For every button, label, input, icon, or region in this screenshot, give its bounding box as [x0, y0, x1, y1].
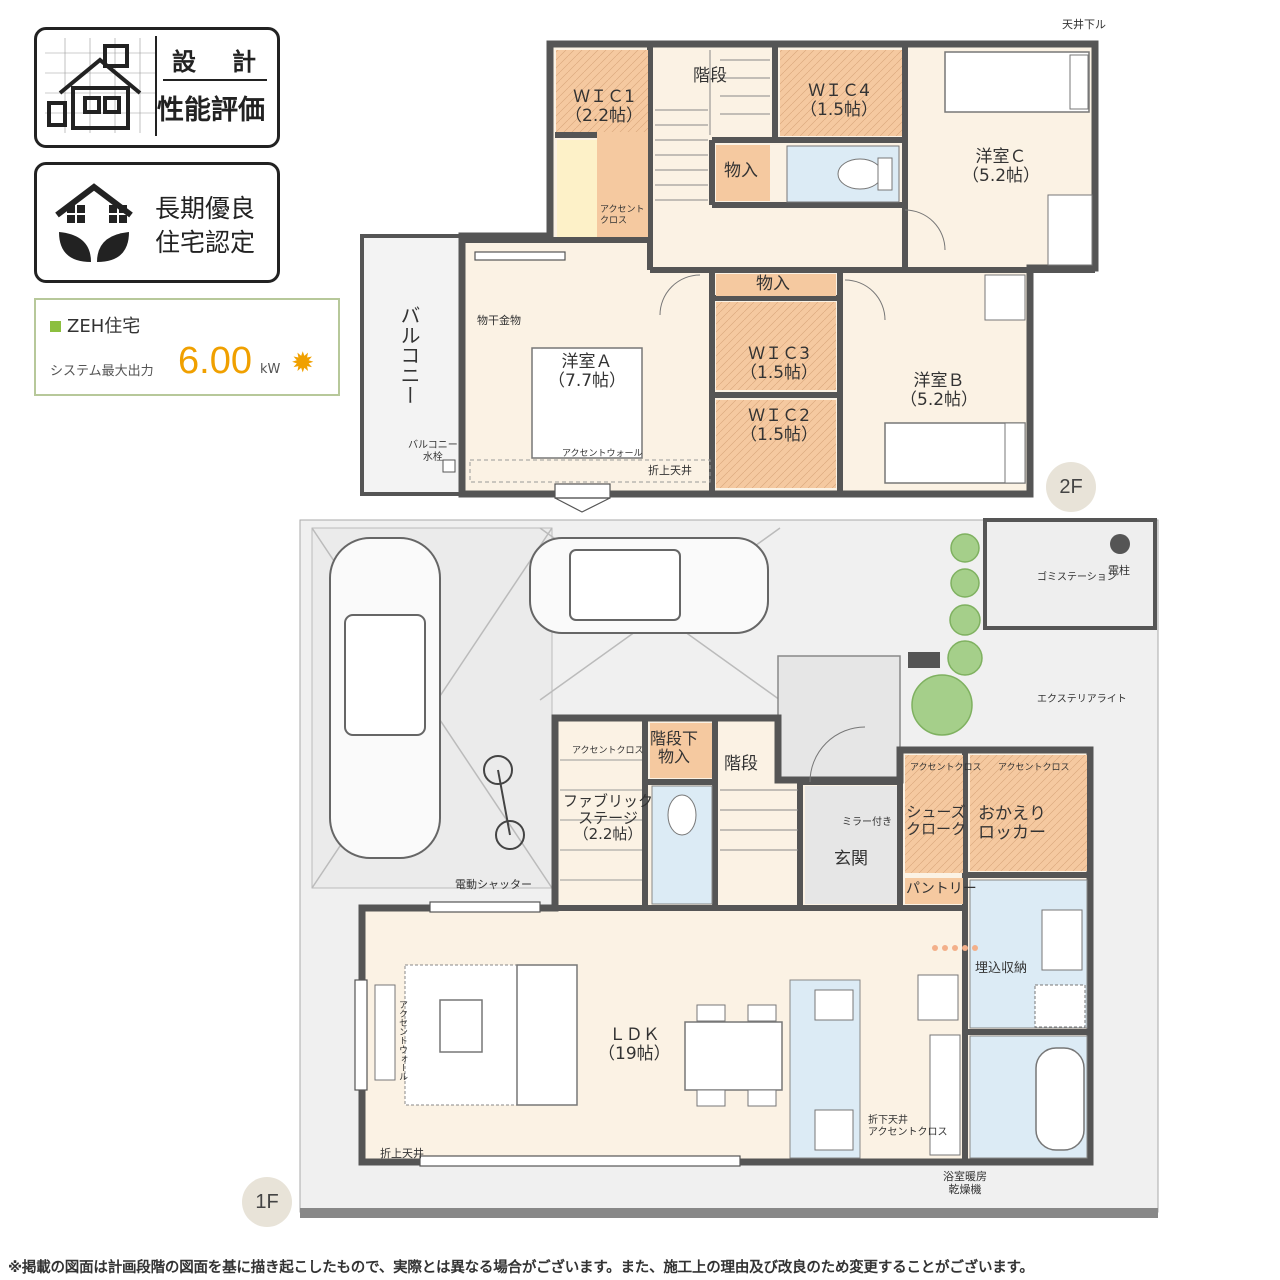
wic2-area — [716, 400, 836, 488]
accent-cloth-note-a: アクセントクロス — [572, 746, 644, 756]
car-drawings — [329, 537, 769, 859]
storage1-label: 物入 — [724, 161, 758, 181]
accent-cloth-note-b: アクセントクロス — [910, 763, 982, 773]
garbage-station-note: ゴミステーション — [1037, 572, 1117, 583]
storage1-area — [716, 145, 770, 201]
stairs-1f-drawing — [720, 789, 798, 851]
accent-wall-note-2f: アクセントウォール — [562, 449, 643, 459]
coffee-table — [439, 999, 483, 1053]
exterior-light-note: エクステリアライト — [1037, 694, 1127, 705]
ldk-label: ＬＤＫ （19帖） — [598, 1025, 671, 1064]
wic3-area — [716, 302, 836, 390]
desk-room-c — [1047, 194, 1093, 266]
okaeri-locker-label: おかえり ロッカー — [978, 804, 1046, 843]
tv-board — [374, 984, 396, 1081]
ceiling-down-note: 天井下ル — [1062, 18, 1106, 31]
wic4-label: ＷＩＣ4 （1.5帖） — [800, 81, 879, 120]
pantry-area — [905, 878, 963, 904]
room-b-label: 洋室Ｂ （5.2帖） — [900, 371, 979, 410]
floor2-plan — [360, 40, 1099, 513]
wic3-label: ＷＩＣ3 （1.5帖） — [740, 344, 819, 383]
accent-cloth-note-2f: アクセント クロス — [600, 205, 645, 226]
fabric-stage-steps — [560, 759, 642, 881]
fabric-stage-label: ファブリック ステージ （2.2帖） — [563, 792, 654, 843]
disclaimer-footnote: ※掲載の図面は計画段階の図面を基に描き起こしたもので、実際とは異なる場合がござい… — [8, 1260, 1034, 1276]
bed-room-b — [884, 422, 1026, 484]
zeh-output-value: 6.00 — [178, 340, 252, 382]
mirror-note: ミラー付き — [842, 817, 892, 828]
utility-pole-note: 電柱 — [1108, 564, 1130, 577]
folded-ceiling-note-2f: 折上天井 — [648, 464, 692, 477]
stairs-2f-drawing — [655, 50, 770, 201]
stairs-2f-label: 階段 — [693, 66, 727, 86]
floor1-tag: 1F — [242, 1177, 292, 1227]
shoe-cloak-area — [905, 755, 963, 873]
bathtub — [1035, 1047, 1085, 1151]
mailbox — [908, 652, 940, 668]
fridge — [917, 974, 959, 1021]
arrow-indicator — [932, 945, 978, 951]
zeh-output-unit: kW — [260, 362, 281, 377]
design-performance-badge: 設 計 性能評価 — [34, 27, 280, 148]
desk-room-b — [984, 274, 1026, 321]
long-term-label: 長期優良 — [155, 194, 256, 223]
bed-room-c — [944, 51, 1090, 113]
storage2-label: 物入 — [756, 274, 790, 294]
bath-dryer-note: 浴室暖房 乾燥機 — [943, 1170, 987, 1197]
utility-pole-icon — [1110, 534, 1130, 554]
performance-evaluation-label: 性能評価 — [157, 95, 265, 126]
wic4-area — [780, 50, 902, 136]
accent-wall-note-1f: アクセントウォール — [397, 1000, 407, 1081]
entrance-area — [805, 786, 897, 904]
leaf-house-icon — [55, 183, 133, 262]
floor1-plan — [299, 518, 1159, 1218]
drying-hardware-note: 物干金物 — [477, 314, 521, 327]
green-square-icon — [50, 321, 61, 332]
zeh-title: ZEH住宅 — [67, 316, 141, 337]
built-in-storage-label: 埋込収納 — [975, 961, 1028, 976]
under-stairs-storage-area — [650, 723, 712, 778]
storage2-area — [716, 274, 836, 296]
balcony-faucet-note: バルコニー 水栓 — [408, 440, 458, 463]
down-ceiling-note: 折下天井 アクセントクロス — [868, 1115, 948, 1138]
shoe-cloak-label: シューズ クローク — [906, 803, 967, 838]
house-grid-icon — [45, 38, 155, 133]
approach-area — [777, 655, 901, 782]
stairs-1f-label: 階段 — [724, 754, 758, 774]
sun-icon: ✹ — [291, 346, 315, 379]
wic1-lower — [597, 132, 648, 237]
dining-table — [684, 1021, 783, 1091]
bicycle-drawing — [483, 755, 525, 850]
zeh-badge: ZEH住宅 システム最大出力 6.00 kW ✹ — [34, 298, 340, 396]
tree-icons — [911, 533, 983, 736]
wic1-label: ＷＩＣ1 （2.2帖） — [565, 87, 644, 126]
under-stairs-storage-label: 階段下 物入 — [650, 729, 699, 766]
room-c-label: 洋室Ｃ （5.2帖） — [962, 147, 1041, 186]
entrance-label: 玄関 — [834, 849, 868, 869]
room-a-label: 洋室Ａ （7.7帖） — [548, 352, 627, 391]
accent-cloth-note-c: アクセントクロス — [998, 763, 1070, 773]
wic2-label: ＷＩＣ2 （1.5帖） — [740, 406, 819, 445]
floor2-tag: 2F — [1046, 462, 1096, 512]
electric-shutter-note: 電動シャッター — [455, 878, 532, 891]
fabric-stage-area — [560, 723, 642, 905]
accent-cloth-area — [557, 140, 597, 237]
bed-room-a — [531, 347, 643, 459]
site-boundary-wall — [300, 1208, 1158, 1218]
cupboard — [929, 1034, 961, 1156]
design-label: 設 計 — [172, 48, 262, 76]
sofa — [516, 964, 578, 1106]
wic1-area — [556, 50, 648, 132]
zeh-subtitle: システム最大出力 — [50, 364, 154, 379]
folded-ceiling-note-1f: 折上天井 — [380, 1147, 424, 1160]
okaeri-locker-area — [970, 755, 1087, 871]
pantry-label: パントリー — [906, 881, 977, 897]
certified-label: 住宅認定 — [155, 228, 256, 257]
balcony-label: バルコニー — [397, 305, 421, 405]
long-term-housing-badge: 長期優良 住宅認定 — [34, 162, 280, 283]
